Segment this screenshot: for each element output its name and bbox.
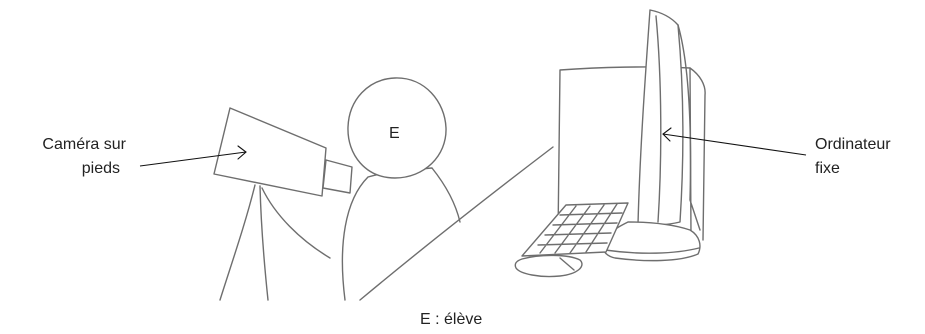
tripod-leg-left: [220, 185, 255, 300]
camera-lens: [323, 160, 352, 193]
tower-side-line: [690, 68, 705, 240]
legend-text: E : élève: [420, 308, 482, 332]
tripod-leg-right: [262, 188, 330, 258]
camera-label-line1: Caméra sur: [8, 133, 126, 157]
computer-label-line2: fixe: [815, 157, 891, 181]
camera-label-line2: pieds: [8, 157, 126, 181]
tripod: [220, 185, 330, 300]
student-body: [342, 168, 460, 300]
camera-label: Caméra sur pieds: [8, 133, 126, 181]
computer-label-line1: Ordinateur: [815, 133, 891, 157]
camera-body: [214, 108, 326, 196]
tripod-leg-center: [260, 186, 268, 300]
computer-label: Ordinateur fixe: [815, 133, 891, 181]
camera: [214, 108, 352, 196]
mouse: [515, 255, 582, 276]
computer: [515, 10, 705, 277]
student-letter: E: [389, 122, 400, 146]
